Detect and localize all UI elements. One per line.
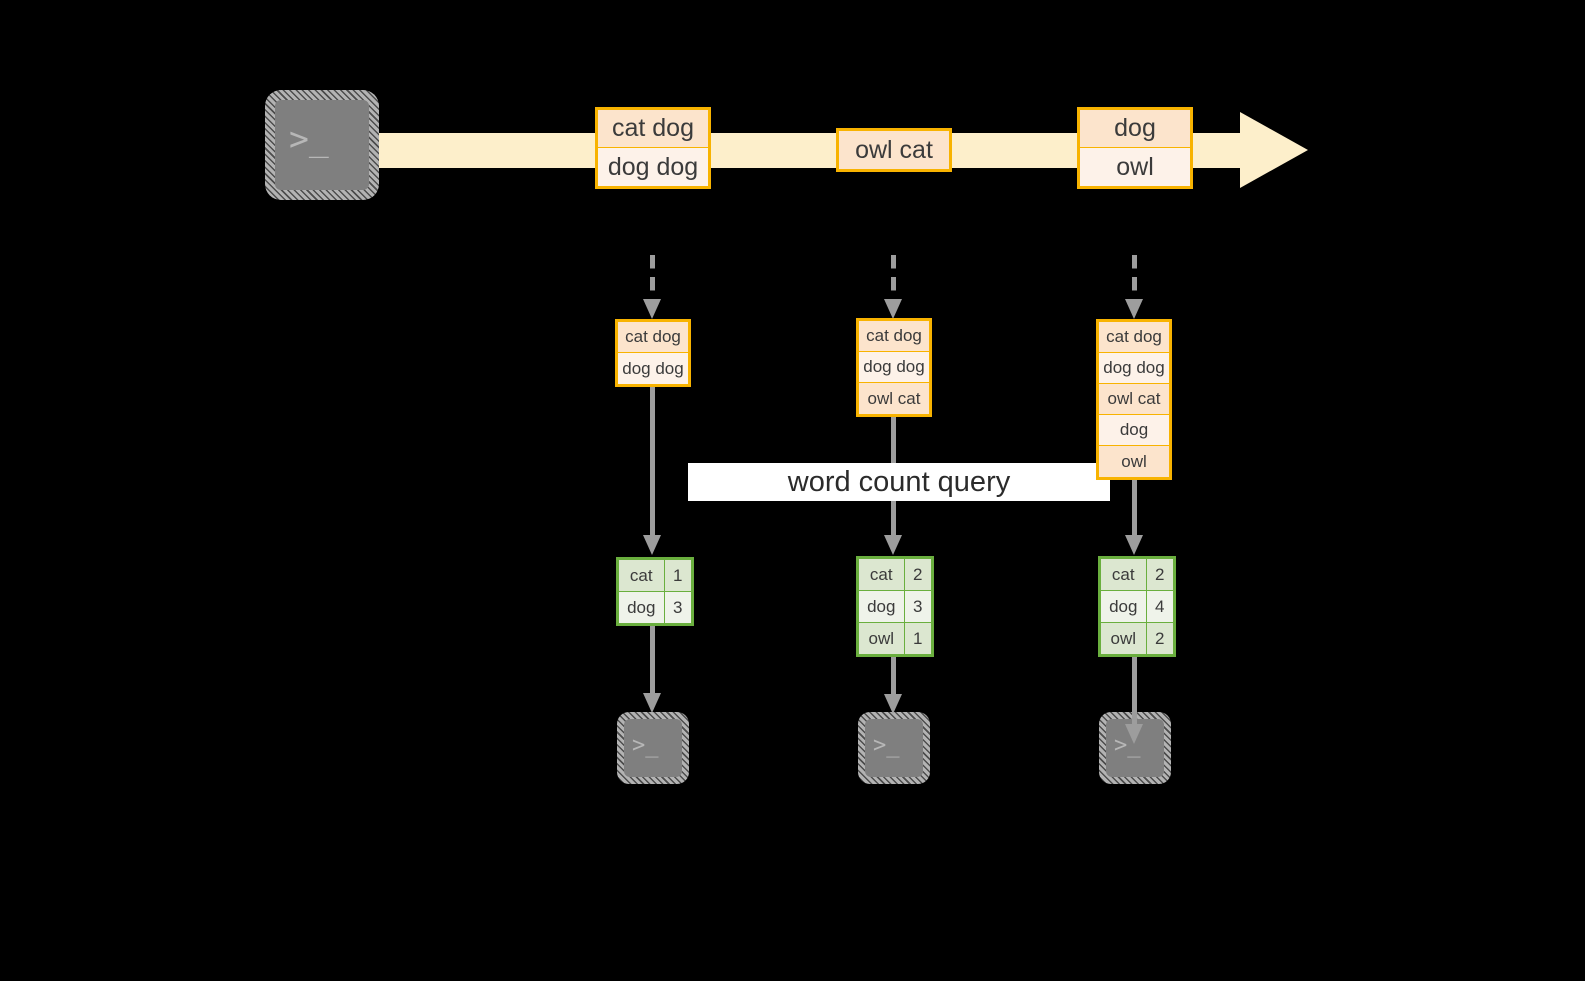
state-row: owl cat — [1099, 384, 1169, 415]
stream-message-line: owl cat — [839, 131, 949, 169]
state-row: owl — [1099, 446, 1169, 477]
result-count: 2 — [904, 559, 931, 590]
stream-message-line: owl — [1080, 148, 1190, 186]
state-box-3[interactable]: cat dog dog dog owl cat dog owl — [1096, 319, 1172, 480]
table-row: dog 4 — [1101, 591, 1173, 623]
terminal-prompt-glyph: >_ — [632, 733, 659, 758]
state-row: owl cat — [859, 383, 929, 414]
result-word: dog — [859, 591, 905, 622]
state-box-1[interactable]: cat dog dog dog — [615, 319, 691, 387]
table-row: owl 1 — [859, 623, 931, 654]
result-word: cat — [859, 559, 905, 590]
sink-terminal-icon-2: >_ — [858, 712, 930, 784]
state-row: dog — [1099, 415, 1169, 446]
table-row: dog 3 — [859, 591, 931, 623]
result-count: 2 — [1146, 559, 1173, 590]
state-row: dog dog — [1099, 353, 1169, 384]
result-word: dog — [1101, 591, 1147, 622]
stream-message-3[interactable]: dog owl — [1077, 107, 1193, 189]
stream-message-line: dog — [1080, 110, 1190, 148]
stream-message-2[interactable]: owl cat — [836, 128, 952, 172]
state-box-2[interactable]: cat dog dog dog owl cat — [856, 318, 932, 417]
result-count: 4 — [1146, 591, 1173, 622]
state-row: dog dog — [859, 352, 929, 383]
table-row: owl 2 — [1101, 623, 1173, 654]
table-row: cat 2 — [859, 559, 931, 591]
result-word: cat — [1101, 559, 1147, 590]
result-table-2[interactable]: cat 2 dog 3 owl 1 — [856, 556, 934, 657]
query-label: word count query — [787, 465, 1011, 498]
query-label-band: word count query — [688, 463, 1110, 501]
result-count: 2 — [1146, 623, 1173, 654]
result-word: dog — [619, 592, 665, 623]
state-row: cat dog — [1099, 322, 1169, 353]
table-row: cat 2 — [1101, 559, 1173, 591]
source-terminal-icon: >_ — [265, 90, 379, 200]
table-row: cat 1 — [619, 560, 691, 592]
result-table-1[interactable]: cat 1 dog 3 — [616, 557, 694, 626]
stream-message-line: dog dog — [598, 148, 708, 186]
sink-terminal-icon-1: >_ — [617, 712, 689, 784]
state-row: dog dog — [618, 353, 688, 384]
stream-message-line: cat dog — [598, 110, 708, 148]
result-word: cat — [619, 560, 665, 591]
event-stream-arrowhead — [1240, 112, 1308, 188]
result-word: owl — [859, 623, 905, 654]
stream-message-1[interactable]: cat dog dog dog — [595, 107, 711, 189]
source-terminal-body — [275, 100, 369, 190]
result-count: 3 — [664, 592, 691, 623]
terminal-prompt-glyph: >_ — [873, 733, 900, 758]
result-count: 1 — [904, 623, 931, 654]
sink-terminal-icon-3: >_ — [1099, 712, 1171, 784]
sink-terminal-body — [865, 719, 923, 777]
table-row: dog 3 — [619, 592, 691, 623]
state-row: cat dog — [618, 322, 688, 353]
terminal-prompt-glyph: >_ — [289, 119, 329, 158]
result-word: owl — [1101, 623, 1147, 654]
result-count: 3 — [904, 591, 931, 622]
state-row: cat dog — [859, 321, 929, 352]
result-count: 1 — [664, 560, 691, 591]
sink-terminal-body — [624, 719, 682, 777]
result-table-3[interactable]: cat 2 dog 4 owl 2 — [1098, 556, 1176, 657]
